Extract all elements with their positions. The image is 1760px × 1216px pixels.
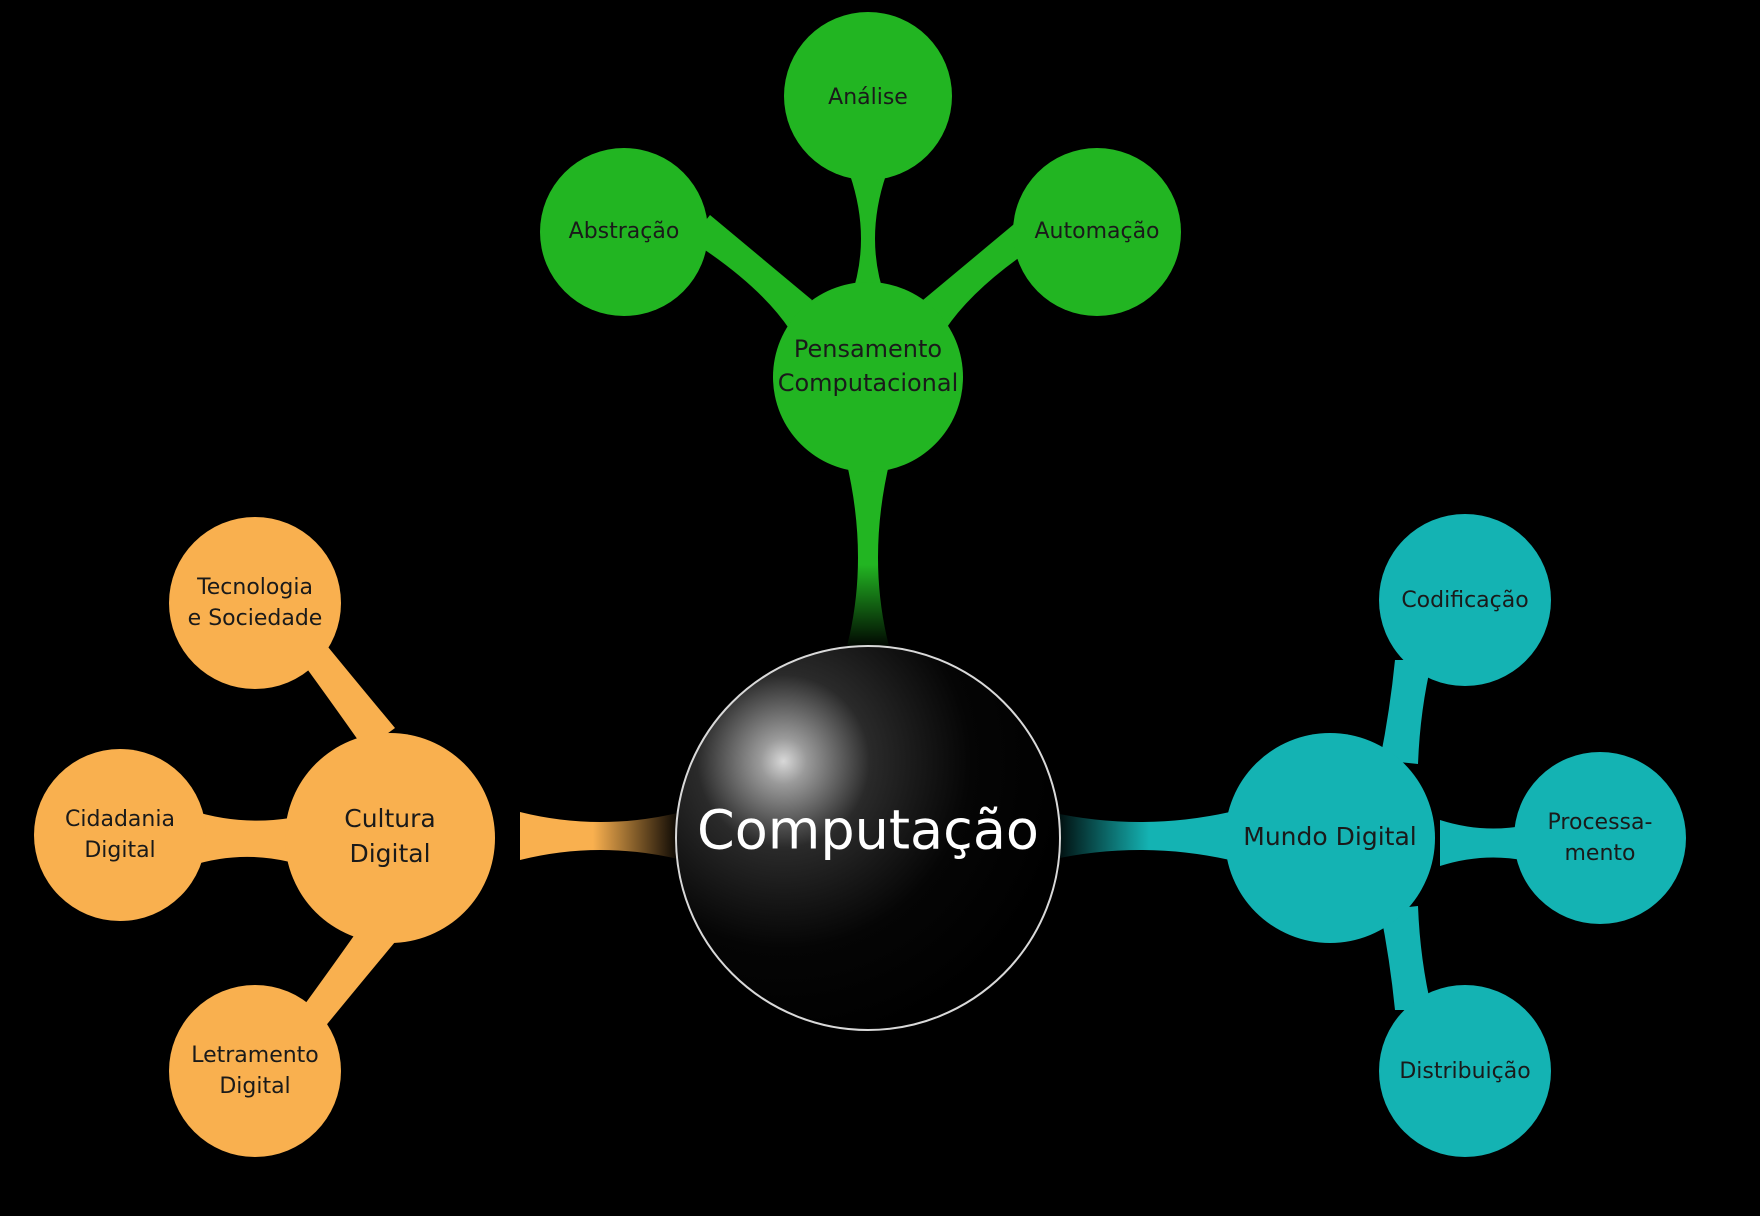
label-pensamento-line-1: Pensamento [794,335,942,363]
branch-mundo: Mundo Digital Codificação Processa- ment… [1225,514,1686,1157]
label-distribuicao: Distribuição [1399,1059,1530,1084]
label-tecnologia-line-1: Tecnologia [196,575,313,600]
connector-analise [850,175,886,300]
label-pensamento-line-2: Computacional [778,369,959,397]
connector-center-mundo [1050,812,1230,860]
label-cultura-line-1: Cultura [344,804,436,833]
label-abstracao: Abstração [569,219,680,244]
node-analise [784,12,952,180]
label-cidadania-line-2: Digital [84,838,155,863]
node-processamento [1514,752,1686,924]
label-letramento-line-1: Letramento [191,1043,319,1068]
connector-distribuicao [1380,906,1432,1010]
node-computacao [675,645,1061,1031]
connector-cidadania [190,810,290,866]
branch-cultura: Cultura Digital Tecnologia e Sociedade C… [34,517,495,1157]
label-mundo: Mundo Digital [1243,822,1416,851]
node-automacao [1013,148,1181,316]
connector-center-cultura [520,812,682,860]
label-codificacao: Codificação [1401,588,1528,613]
connector-codificacao [1380,660,1432,764]
label-automacao: Automação [1034,219,1159,244]
node-codificacao [1379,514,1551,686]
label-letramento-line-2: Digital [219,1074,290,1099]
node-tecnologia [169,517,341,689]
center-node-group: Computação [675,645,1061,1031]
branch-pensamento: Pensamento Computacional Análise Abstraç… [540,12,1181,472]
label-tecnologia-line-2: e Sociedade [188,606,323,631]
node-distribuicao [1379,985,1551,1157]
connector-center-pensamento [846,460,890,650]
label-cultura-line-2: Digital [349,839,430,868]
label-computacao: Computação [697,799,1039,862]
node-abstracao [540,148,708,316]
label-processamento-line-2: mento [1565,841,1636,866]
node-cidadania [34,749,206,921]
node-cultura [285,733,495,943]
node-letramento [169,985,341,1157]
label-analise: Análise [828,85,908,110]
node-mundo [1225,733,1435,943]
label-processamento-line-1: Processa- [1548,810,1653,835]
node-pensamento [773,282,963,472]
label-cidadania-line-1: Cidadania [65,807,175,832]
connector-abstracao [690,215,812,330]
